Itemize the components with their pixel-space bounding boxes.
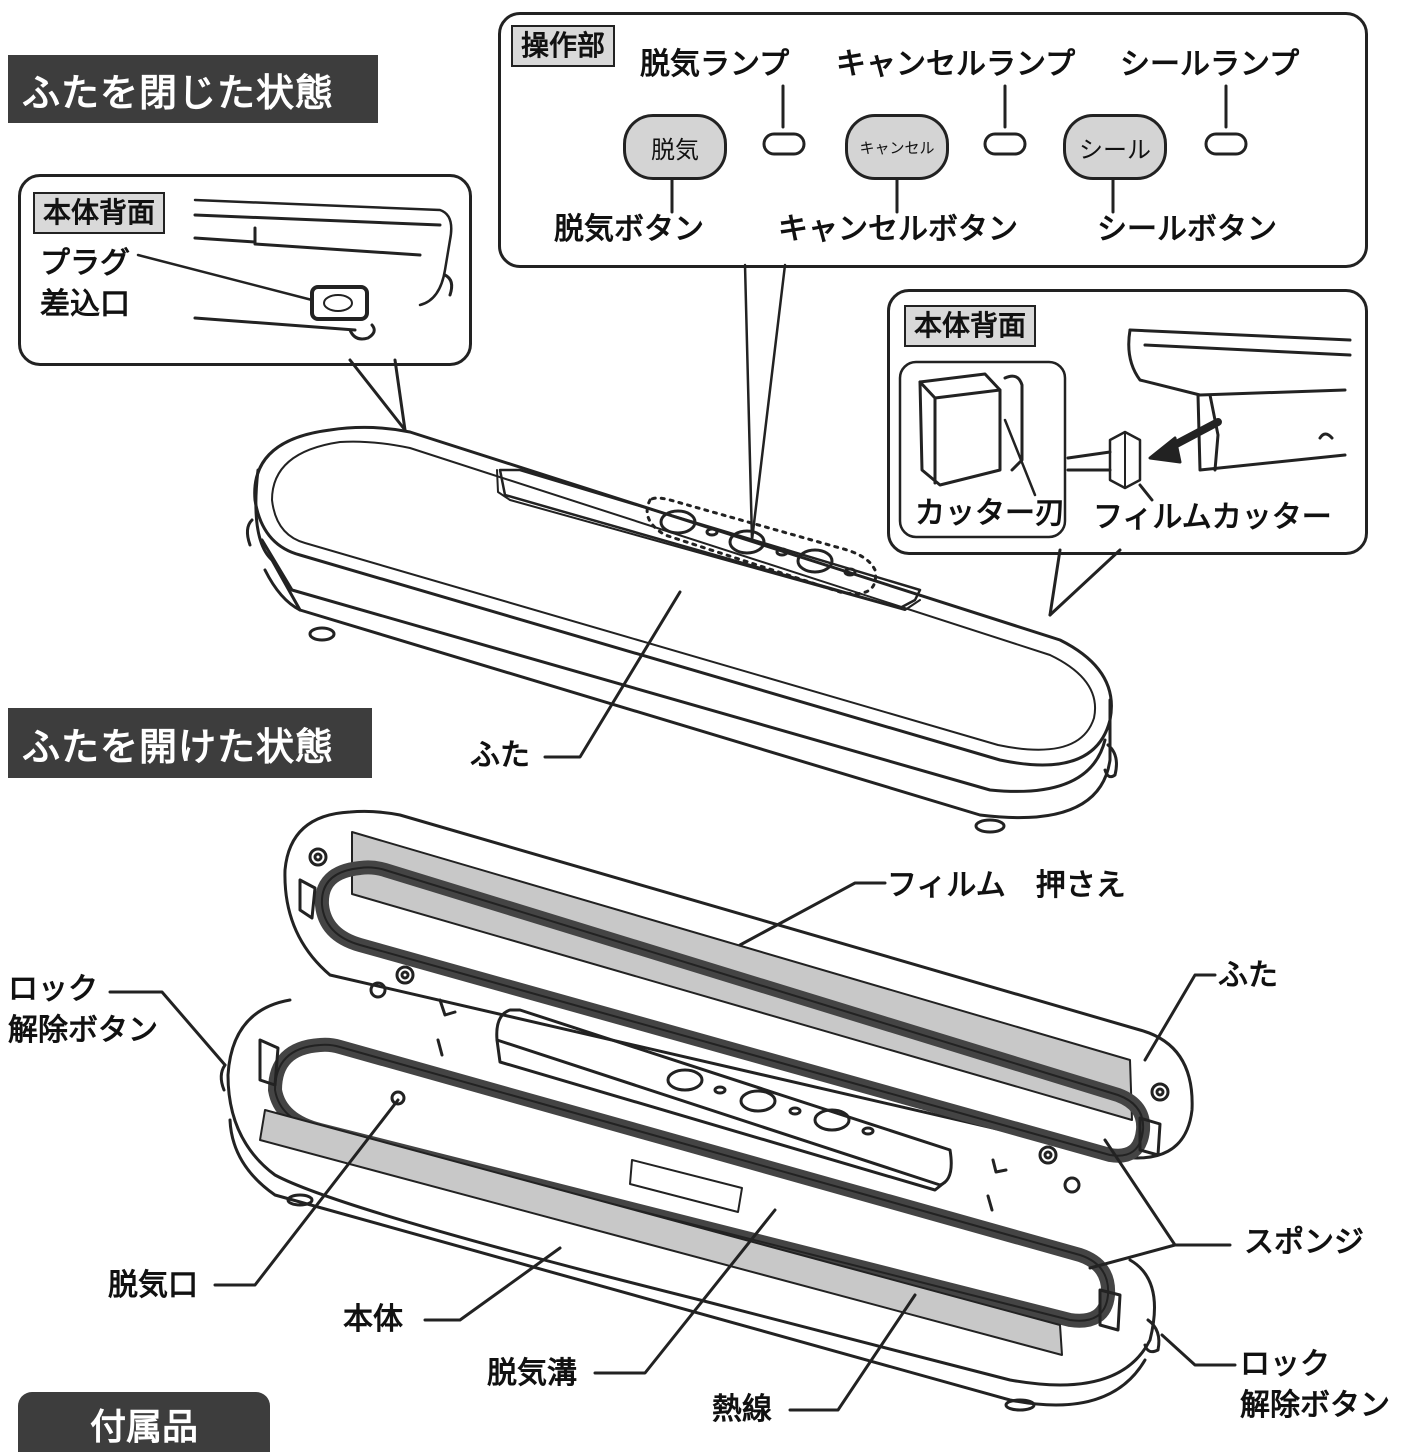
groove-label: 脱気溝 [487, 1356, 577, 1391]
sponge-label: スポンジ [1244, 1225, 1364, 1260]
vent-label: 脱気口 [108, 1268, 198, 1303]
open-device-drawing [219, 809, 1194, 1412]
cutter-callout [887, 289, 1368, 555]
cutter-back-tag: 本体背面 [904, 305, 1037, 347]
plug-label-line2: 差込口 [40, 287, 130, 322]
seal-button-label: シールボタン [1097, 212, 1277, 247]
deaeration-button-face: 脱気 [651, 135, 699, 164]
lock-release-right-line2: 解除ボタン [1240, 1388, 1390, 1423]
deaeration-lamp-label: 脱気ランプ [640, 47, 790, 82]
accessories-title-text: 付属品 [89, 1407, 198, 1448]
open-lid-label: ふた [1218, 958, 1278, 993]
cutter-blade-label: カッター刃 [915, 496, 1065, 531]
deaeration-button[interactable]: 脱気 [623, 114, 727, 180]
film-press-label: フィルム 押さえ [887, 868, 1126, 903]
lock-release-left-line2: 解除ボタン [8, 1013, 158, 1048]
seal-lamp-label: シールランプ [1120, 47, 1300, 82]
cancel-button[interactable]: キャンセル [845, 114, 949, 180]
control-panel-tag: 操作部 [511, 25, 616, 67]
section-title-closed: ふたを閉じた状態 [8, 55, 378, 123]
heater-label: 熱線 [712, 1392, 772, 1427]
back-plug-tag: 本体背面 [33, 192, 166, 234]
cancel-button-face: キャンセル [859, 138, 935, 157]
body-label: 本体 [343, 1302, 403, 1337]
seal-button-face: シール [1079, 135, 1151, 164]
lock-release-right-line1: ロック [1240, 1347, 1330, 1382]
closed-lid-label: ふた [470, 738, 530, 773]
deaeration-button-label: 脱気ボタン [554, 212, 704, 247]
cancel-button-label: キャンセルボタン [778, 212, 1018, 247]
lock-release-left-line1: ロック [8, 972, 98, 1007]
back-plug-callout [18, 174, 472, 366]
section-title-open: ふたを開けた状態 [8, 708, 372, 778]
seal-button[interactable]: シール [1063, 114, 1167, 180]
plug-label-line1: プラグ [40, 246, 130, 281]
control-panel-callout [498, 12, 1368, 268]
film-cutter-label: フィルムカッター [1093, 500, 1332, 535]
closed-device-drawing [245, 425, 1118, 834]
section-title-accessories: 付属品 [18, 1392, 270, 1452]
cancel-lamp-label: キャンセルランプ [836, 47, 1076, 82]
